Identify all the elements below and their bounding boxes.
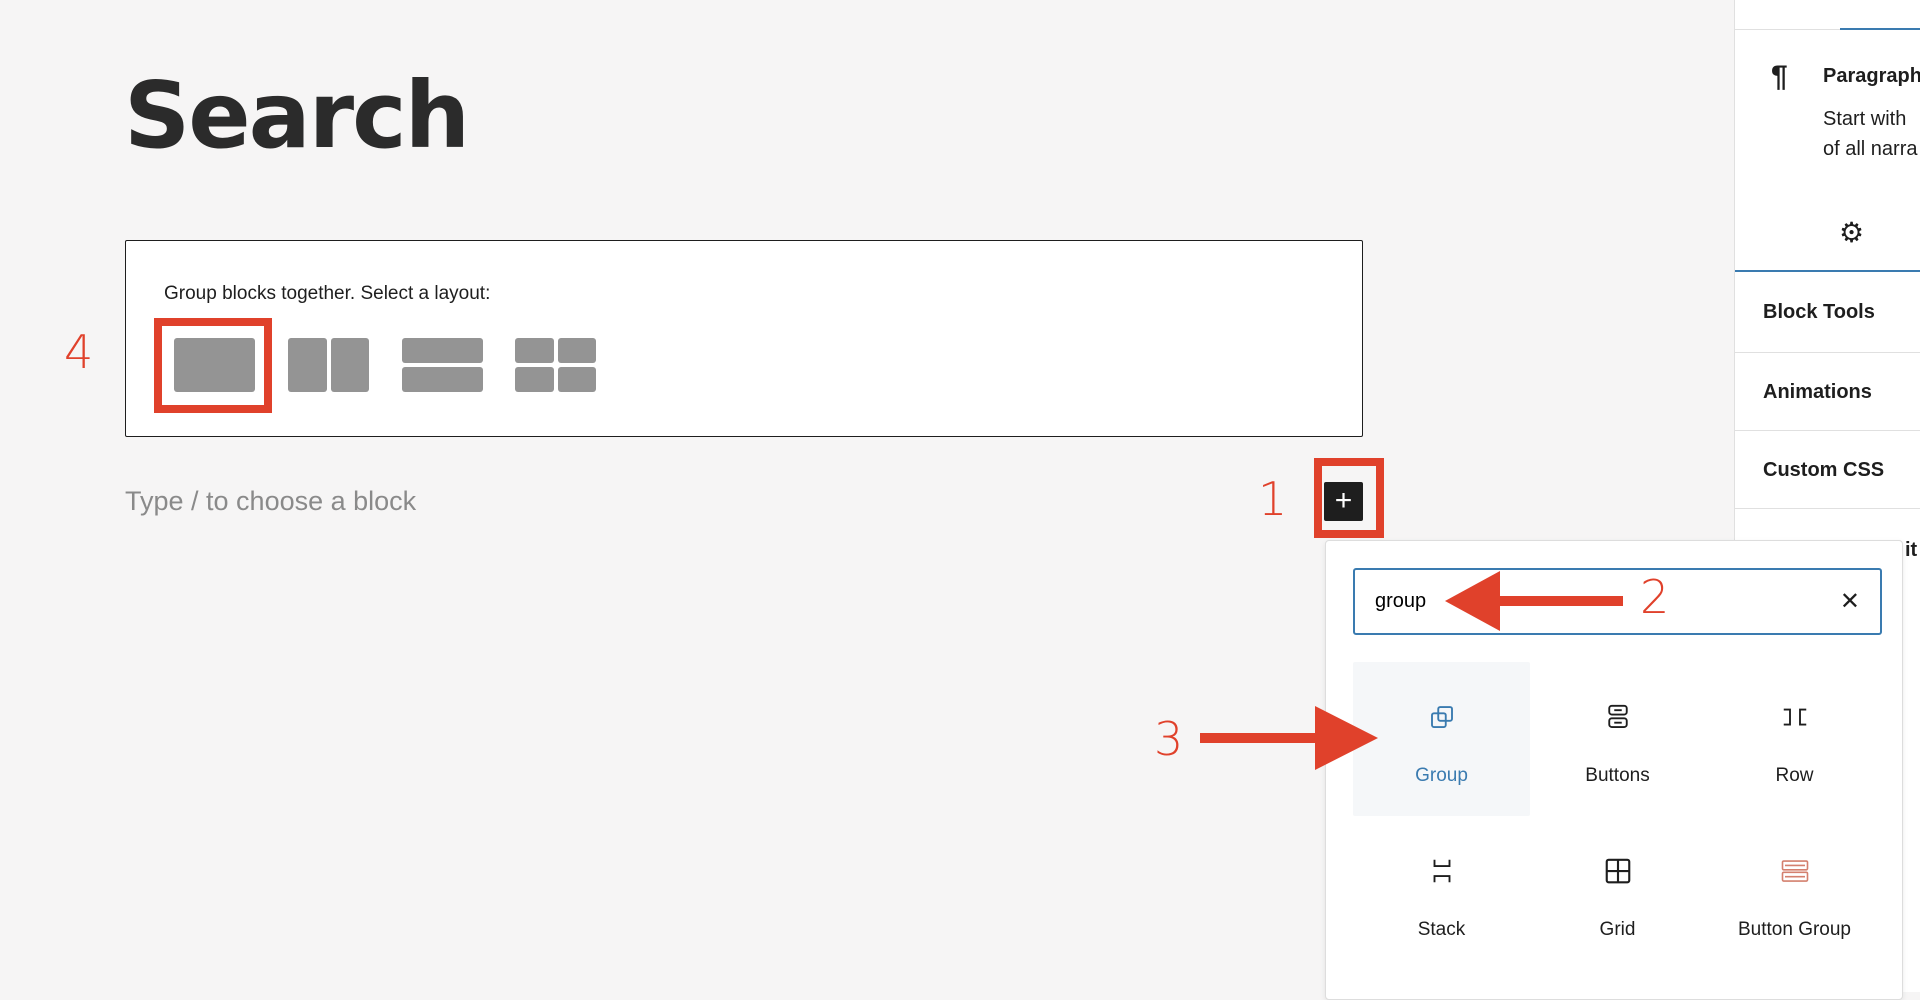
block-item-button-group[interactable]: Button Group	[1706, 816, 1883, 970]
page-title[interactable]: Search	[124, 62, 470, 169]
group-layout-placeholder: Group blocks together. Select a layout:	[125, 240, 1363, 437]
annotation-highlight-4	[154, 318, 272, 413]
block-description-line2: of all narra	[1823, 138, 1918, 160]
annotation-highlight-1	[1314, 458, 1384, 538]
layout-stack-option[interactable]	[402, 338, 483, 392]
layout-group-option[interactable]	[174, 338, 255, 392]
add-block-button[interactable]: +	[1324, 482, 1363, 521]
annotation-arrow-2	[1445, 571, 1623, 631]
gear-icon[interactable]: ⚙	[1839, 217, 1865, 248]
block-name: Paragraph	[1823, 65, 1920, 87]
paragraph-icon: ¶	[1771, 60, 1788, 93]
placeholder-label: Group blocks together. Select a layout:	[164, 283, 491, 304]
grid-icon	[1605, 858, 1631, 884]
annotation-number-4: 4	[64, 325, 94, 379]
active-tab-indicator	[1840, 28, 1920, 30]
layout-grid-option[interactable]	[515, 338, 596, 392]
block-item-group[interactable]: Group	[1353, 662, 1530, 816]
block-inserter-popover: ✕ Group Buttons Row Stack Grid Button Gr…	[1325, 540, 1903, 1000]
block-label: Buttons	[1585, 765, 1650, 786]
block-item-row[interactable]: Row	[1706, 662, 1883, 816]
block-item-buttons[interactable]: Buttons	[1529, 662, 1706, 816]
annotation-number-3: 3	[1154, 712, 1184, 766]
annotation-number-2: 2	[1640, 570, 1670, 624]
block-description-line1: Start with	[1823, 108, 1907, 130]
annotation-number-1: 1	[1258, 472, 1288, 526]
group-icon	[1431, 706, 1453, 728]
block-label: Group	[1415, 765, 1468, 786]
block-label: Button Group	[1737, 919, 1852, 940]
block-item-grid[interactable]: Grid	[1529, 816, 1706, 970]
block-item-stack[interactable]: Stack	[1353, 816, 1530, 970]
panel-block-tools[interactable]: Block Tools	[1763, 301, 1875, 323]
buttons-icon	[1608, 704, 1628, 728]
block-label: Stack	[1417, 919, 1466, 940]
panel-partial[interactable]: it	[1905, 539, 1918, 561]
block-appender[interactable]: Type / to choose a block	[125, 486, 417, 516]
button-group-icon	[1781, 860, 1809, 882]
block-label: Row	[1775, 765, 1814, 786]
block-label: Grid	[1599, 919, 1636, 940]
row-icon	[1783, 708, 1807, 726]
panel-custom-css[interactable]: Custom CSS	[1763, 459, 1885, 481]
stack-icon	[1433, 859, 1451, 883]
clear-search-icon[interactable]: ✕	[1839, 588, 1860, 615]
layout-row-option[interactable]	[288, 338, 369, 392]
panel-animations[interactable]: Animations	[1763, 381, 1872, 403]
annotation-arrow-3	[1200, 706, 1378, 770]
